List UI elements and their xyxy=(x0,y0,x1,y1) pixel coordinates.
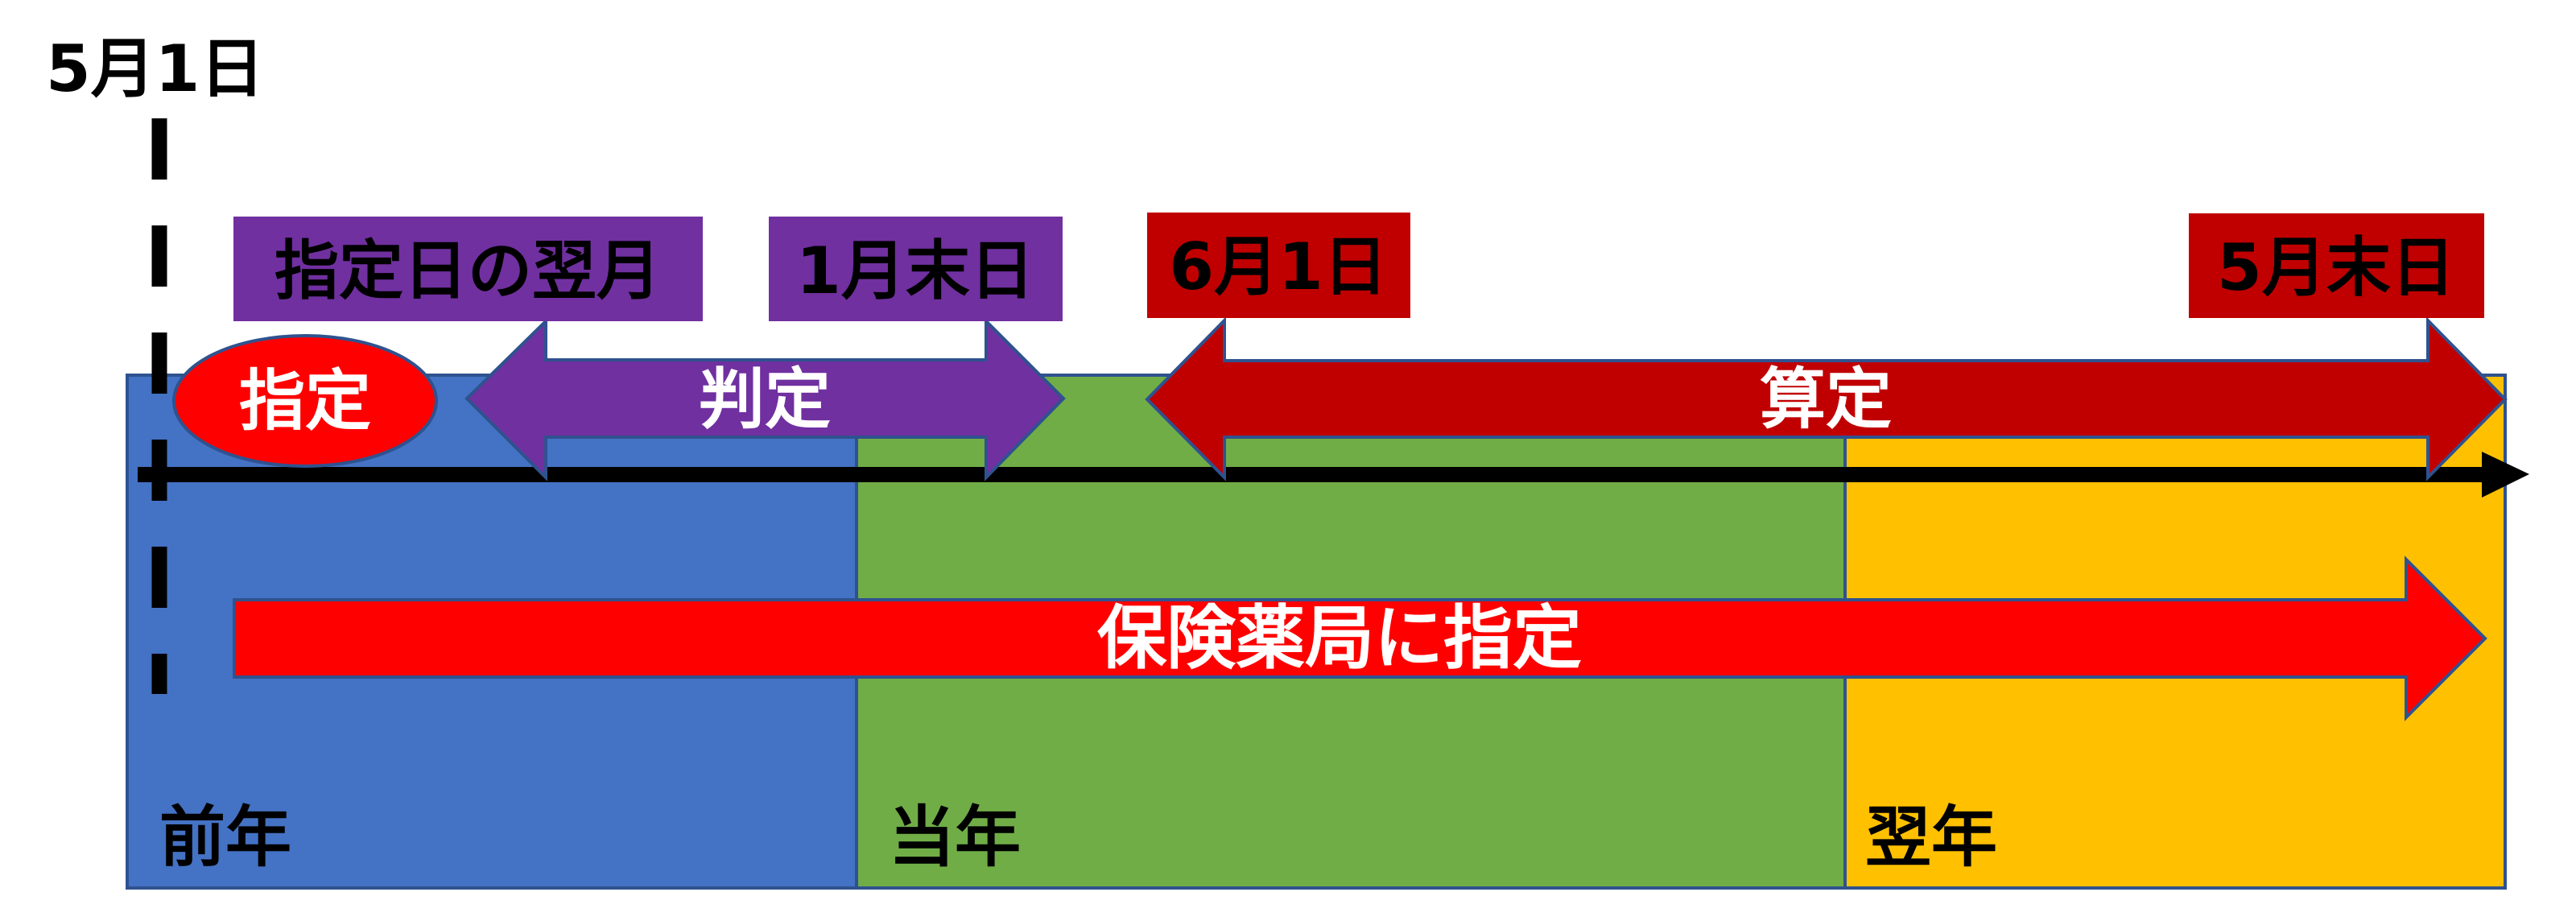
judgment-end-label: 1月末日 xyxy=(796,233,1034,308)
designation-badge-label: 指定 xyxy=(239,363,371,440)
calculation-arrow-label: 算定 xyxy=(1760,361,1892,438)
pharmacy-designation-arrow-label: 保険薬局に指定 xyxy=(1097,598,1582,679)
calculation-end-label: 5月末日 xyxy=(2217,230,2455,305)
judgment-arrow-label: 判定 xyxy=(699,361,831,438)
judgment-arrow: 判定 xyxy=(464,317,1066,481)
judgment-start-label: 指定日の翌月 xyxy=(275,233,661,308)
next-year-label: 翌年 xyxy=(1865,799,1997,876)
previous-year-label: 前年 xyxy=(159,799,291,876)
current-year-label: 当年 xyxy=(889,799,1021,876)
timeline-axis xyxy=(138,452,2529,498)
calculation-start-label: 6月1日 xyxy=(1169,229,1387,304)
designation-badge: 指定 xyxy=(172,334,438,468)
calculation-arrow: 算定 xyxy=(1145,316,2508,481)
start-date-label: 5月1日 xyxy=(46,31,264,106)
pharmacy-designation-arrow: 保険薬局に指定 xyxy=(233,555,2487,721)
calculation-end-marker: 5月末日 xyxy=(2189,213,2484,318)
timeline-axis-line xyxy=(138,467,2484,482)
calculation-start-marker: 6月1日 xyxy=(1147,213,1410,318)
judgment-start-marker: 指定日の翌月 xyxy=(233,217,703,321)
timeline-axis-arrowhead-icon xyxy=(2482,452,2529,498)
judgment-end-marker: 1月末日 xyxy=(769,217,1063,321)
